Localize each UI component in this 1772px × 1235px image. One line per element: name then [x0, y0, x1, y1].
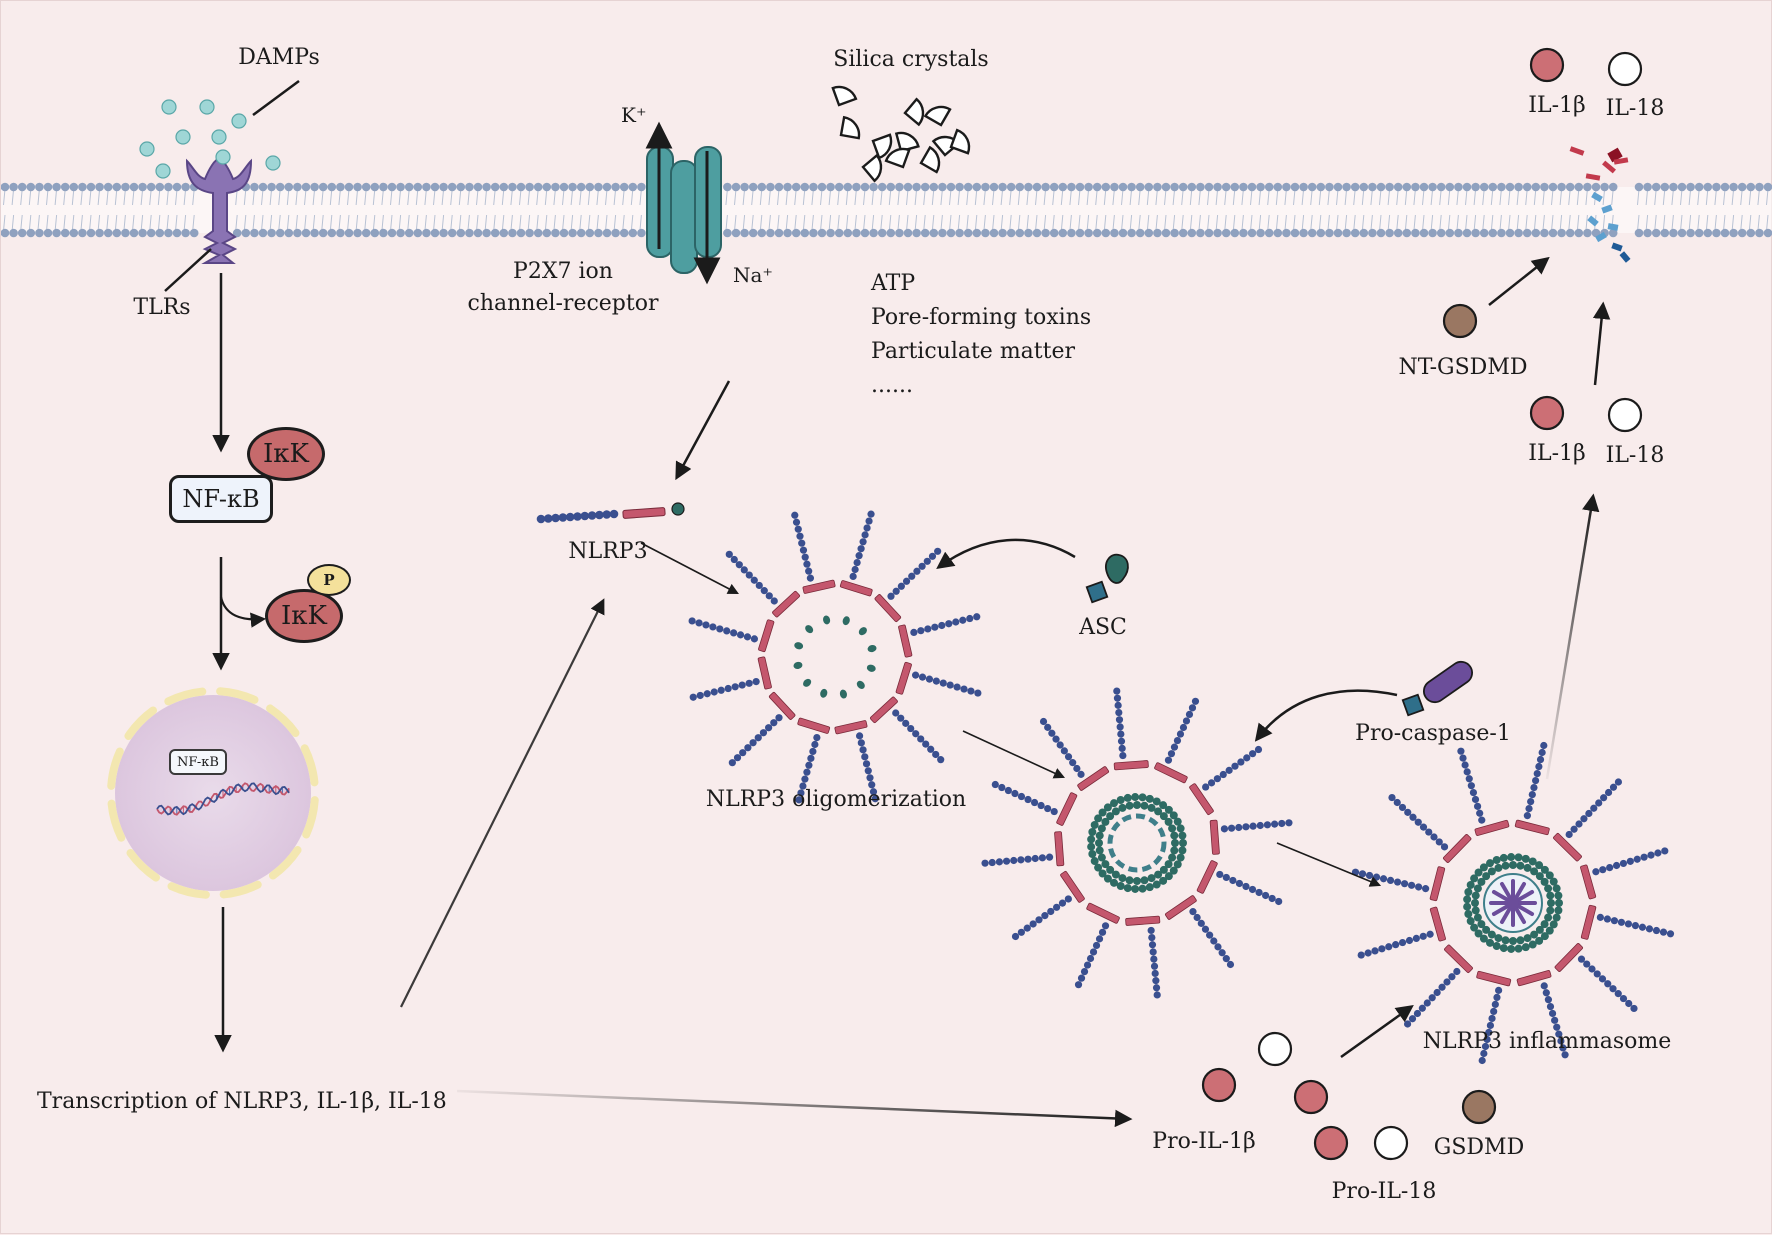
pro-caspase-icon	[1401, 660, 1474, 717]
nfkb-complex: NF-κB	[169, 475, 273, 523]
damps-leader	[252, 79, 300, 117]
gsdmd-pore	[1569, 146, 1631, 263]
label-il1b-mid: IL-1β	[1528, 441, 1586, 466]
label-triggers: ATP Pore-forming toxins Particulate matt…	[871, 271, 1092, 399]
label-pro-il18: Pro-IL-18	[1331, 1179, 1437, 1204]
ikk-phosphorylated: IκK	[265, 589, 343, 643]
label-pro-il1b: Pro-IL-1β	[1152, 1129, 1256, 1154]
label-il1b-top: IL-1β	[1528, 93, 1586, 118]
label-il18-mid: IL-18	[1605, 443, 1665, 468]
label-asc: ASC	[1079, 615, 1127, 640]
cell-membrane	[1, 182, 1772, 238]
label-silica: Silica crystals	[833, 47, 989, 72]
p2x7-channel	[645, 121, 722, 285]
ikk-protein: IκK	[247, 427, 325, 481]
label-k-ion: K⁺	[621, 103, 647, 127]
nlrp3-oligomer	[688, 510, 982, 804]
nucleus	[107, 687, 319, 899]
phosphate-badge: P	[307, 564, 351, 596]
tlrs-leader	[164, 248, 212, 292]
silica-crystals	[831, 85, 971, 183]
nlrp3-monomer	[536, 502, 685, 524]
label-nt-gsdmd: NT-GSDMD	[1398, 355, 1528, 380]
label-p2x7: P2X7 ion channel-receptor	[467, 259, 659, 316]
label-il18-top: IL-18	[1605, 96, 1665, 121]
asc-icon	[1085, 553, 1129, 604]
label-pro-caspase: Pro-caspase-1	[1355, 721, 1511, 746]
tlr-receptor	[185, 157, 253, 264]
label-na-ion: Na⁺	[733, 263, 773, 287]
label-damps: DAMPs	[238, 45, 320, 70]
label-tlrs: TLRs	[133, 295, 191, 320]
label-nlrp3: NLRP3	[568, 539, 648, 564]
nlrp3-inflammasome-complex	[1351, 741, 1675, 1065]
pathway-arrows	[212, 256, 1611, 1128]
damps-molecules	[139, 99, 281, 179]
nfkb-nuclear: NF-κB	[169, 749, 227, 775]
cytokines	[1201, 47, 1643, 1161]
label-oligomerization: NLRP3 oligomerization	[705, 787, 967, 812]
nlrp3-asc-complex	[981, 687, 1293, 999]
label-gsdmd: GSDMD	[1433, 1135, 1525, 1160]
label-transcription: Transcription of NLRP3, IL-1β, IL-18	[37, 1089, 447, 1114]
label-inflammasome: NLRP3 inflammasome	[1422, 1029, 1672, 1054]
